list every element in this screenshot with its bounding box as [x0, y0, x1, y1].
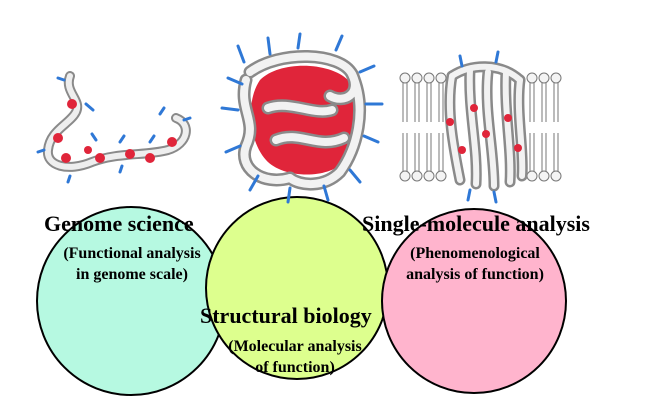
single-molecule-subtitle-line1: (Phenomenological [410, 245, 540, 262]
single-molecule-title: Single-molecule analysis [362, 211, 590, 236]
unfolded-protein-icon [36, 71, 192, 184]
structural-biology-subtitle: (Molecular analysis of function) [205, 336, 385, 378]
genome-science-subtitle: (Functional analysis in genome scale) [42, 243, 222, 285]
folded-protein-icon [220, 32, 384, 204]
single-molecule-subtitle-line2: analysis of function) [406, 266, 544, 283]
structural-subtitle-line2: of function) [255, 359, 335, 376]
membrane-protein-icon [399, 50, 562, 204]
structural-subtitle-line1: (Molecular analysis [228, 338, 362, 355]
genome-subtitle-line1: (Functional analysis [63, 245, 201, 262]
genome-subtitle-line2: in genome scale) [76, 266, 188, 283]
genome-science-title: Genome science [44, 211, 194, 236]
structural-biology-title: Structural biology [200, 303, 372, 328]
single-molecule-subtitle: (Phenomenological analysis of function) [380, 243, 570, 285]
single-molecule-circle [381, 208, 567, 394]
